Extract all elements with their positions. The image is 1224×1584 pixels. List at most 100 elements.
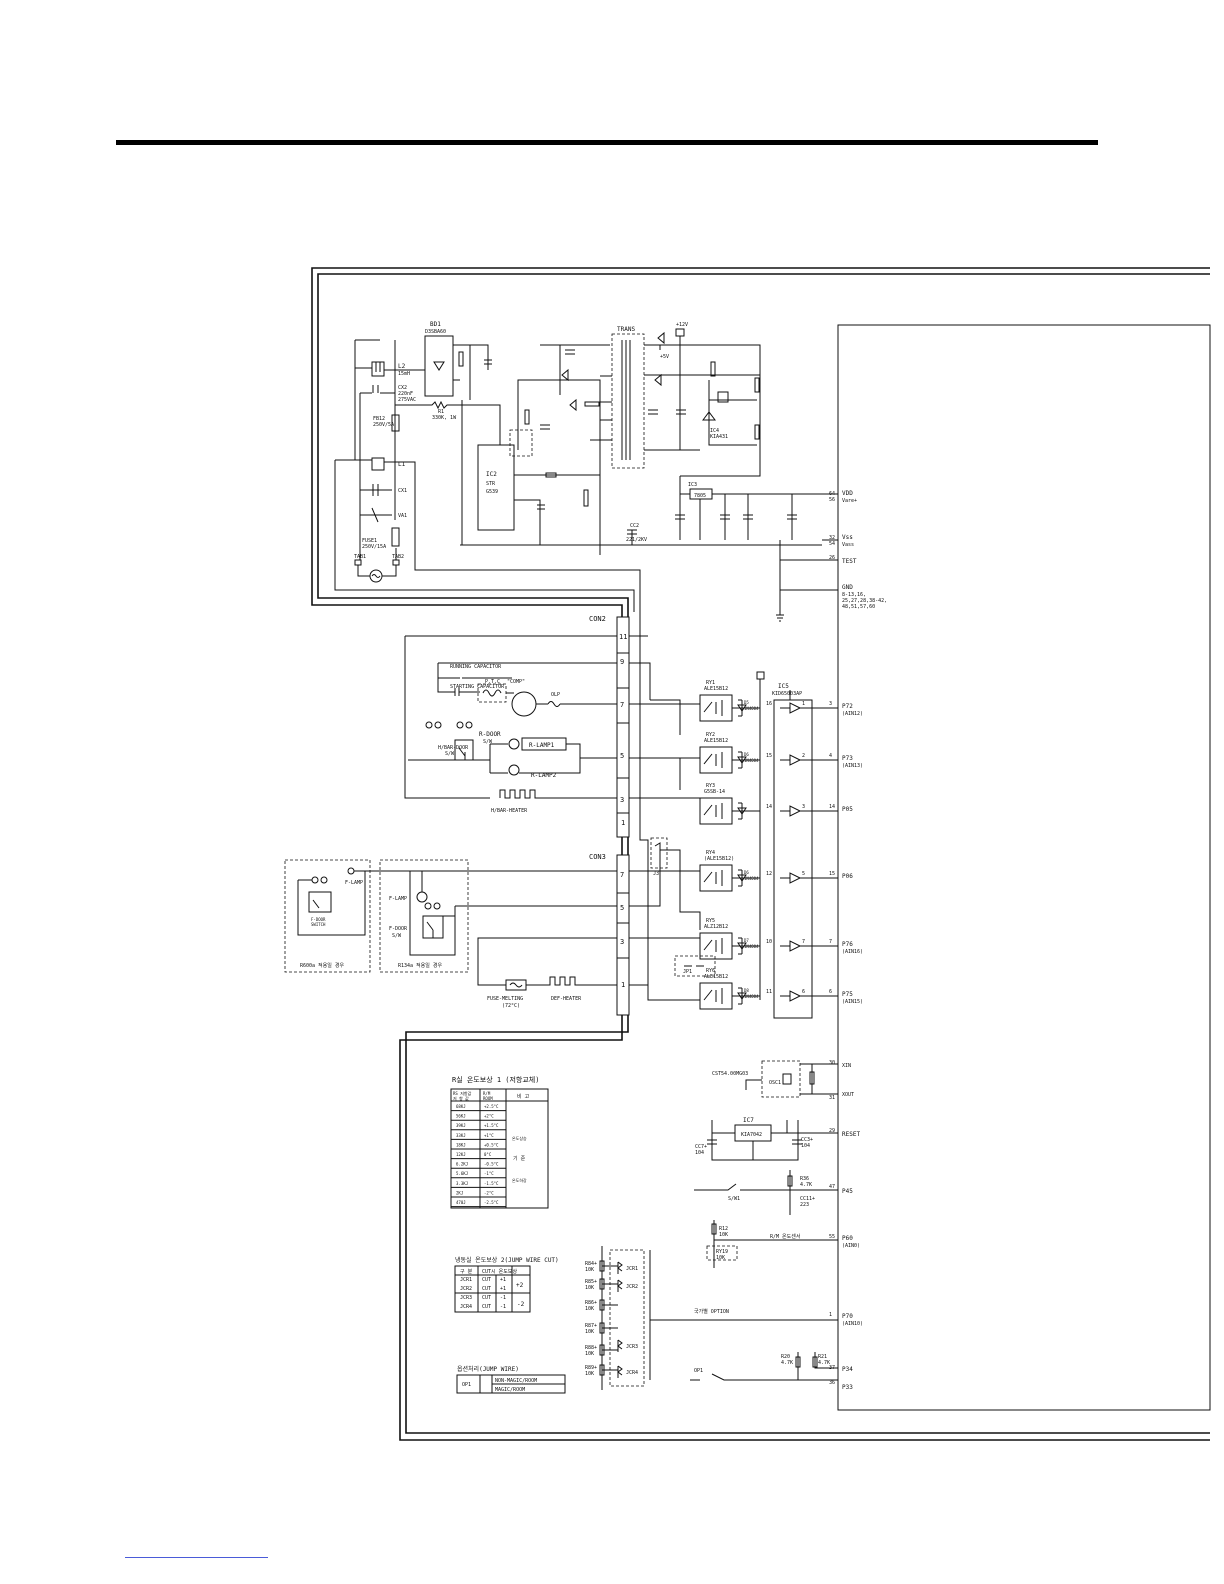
table2-cell-cut: CUT xyxy=(482,1286,491,1292)
diode-label: D6 xyxy=(744,752,749,757)
svg-text:S/W: S/W xyxy=(483,739,493,745)
relay-part: ALE15B12 xyxy=(704,686,728,692)
svg-text:L1: L1 xyxy=(398,461,406,468)
svg-text:F-DOOR: F-DOOR xyxy=(389,926,408,932)
table1-row: 470J-2.5°C xyxy=(451,1200,506,1208)
svg-text:IC4: IC4 xyxy=(710,428,719,434)
jumper-resistor-value: 10K xyxy=(585,1267,594,1273)
diode-part: 1N4004 xyxy=(744,758,759,763)
relay-part: ALZ12B12 xyxy=(704,924,728,930)
table1-cell-offset: +1°C xyxy=(484,1133,494,1138)
svg-text:223: 223 xyxy=(800,1202,809,1208)
footer-underline xyxy=(125,1557,268,1558)
svg-text:+12V: +12V xyxy=(676,322,688,328)
table1-cell-offset: -1.5°C xyxy=(484,1181,499,1186)
svg-text:4.7K: 4.7K xyxy=(818,1360,830,1366)
table1-cell-resistor: 33KJ xyxy=(456,1133,466,1138)
mcu-pin-number: 3 xyxy=(829,701,832,707)
svg-text:R/M: R/M xyxy=(483,1091,491,1096)
svg-text:10K: 10K xyxy=(716,1255,725,1261)
mcu-pin-number: 4 xyxy=(829,753,832,759)
table2-cell-offset: -1 xyxy=(500,1295,506,1301)
table2-cell-jumper: JCR1 xyxy=(460,1277,472,1283)
svg-text:CC3+: CC3+ xyxy=(801,1137,813,1143)
r-lamp1-symbol xyxy=(508,738,520,750)
jumper-resistor-label: R84+ xyxy=(585,1261,597,1267)
svg-text:+5V: +5V xyxy=(660,354,669,360)
ic5-pin-out: 2 xyxy=(802,753,805,759)
table1-cell-resistor: 470J xyxy=(456,1200,466,1205)
svg-text:F-LAMP: F-LAMP xyxy=(389,896,407,902)
table2-cell-jumper: JCR2 xyxy=(460,1286,472,1292)
mcu-pin-number: 15 xyxy=(829,871,835,877)
svg-text:104: 104 xyxy=(801,1143,810,1149)
table1-row: 39KJ+1.5°C xyxy=(451,1123,506,1131)
svg-text:CX1: CX1 xyxy=(398,488,407,494)
r-lamp2-symbol xyxy=(508,764,520,776)
svg-text:10K: 10K xyxy=(719,1232,728,1238)
jumper-block: R84+10KR85+10KR86+10KR87+10KR88+10KR89+1… xyxy=(585,1246,651,1390)
svg-text:8-13,16,: 8-13,16, xyxy=(842,592,866,598)
diode-part: 1N4004 xyxy=(744,944,759,949)
fuse-fb12-symbol xyxy=(391,414,400,432)
svg-text:5: 5 xyxy=(620,904,624,912)
option-line: 국가별 OPTION 1 P70 (AIN10) xyxy=(650,1308,863,1327)
svg-text:250V/5A: 250V/5A xyxy=(373,422,394,428)
svg-text:P33: P33 xyxy=(842,1384,853,1391)
svg-text:7: 7 xyxy=(620,871,624,879)
ic5-pin-out: 6 xyxy=(802,989,805,995)
jumper-resistor: R89+10K xyxy=(585,1364,618,1377)
jumper-jcr: JCR1 xyxy=(617,1261,638,1274)
ic5-pin-in: 11 xyxy=(766,989,772,995)
svg-text:STARTING CAPACITOR: STARTING CAPACITOR xyxy=(450,684,505,690)
sensor-circuit: R12 10K R/M 온도센서 RY19 10K 55 P60 (AIN0) xyxy=(706,1220,860,1268)
bridge-bd1-symbol xyxy=(424,335,454,397)
svg-text:구 분: 구 분 xyxy=(460,1269,473,1275)
jumper-resistor-label: R85+ xyxy=(585,1279,597,1285)
mcu-port-sub: (AIN12) xyxy=(842,711,863,717)
relay-name: RY5 xyxy=(706,918,715,924)
table1-cell-resistor: 68KJ xyxy=(456,1104,466,1109)
svg-text:TAB2: TAB2 xyxy=(392,554,404,560)
svg-text:KID65003AP: KID65003AP xyxy=(772,691,802,697)
svg-text:VA1: VA1 xyxy=(398,513,407,519)
svg-text:S/W1: S/W1 xyxy=(728,1196,740,1202)
diode-label: D7 xyxy=(744,938,749,943)
svg-text:15mH: 15mH xyxy=(398,371,410,377)
op1-circuit: OP1 R20 4.7K R21 4.7K 37 P34 36 P33 xyxy=(690,1352,853,1391)
svg-text:CC11+: CC11+ xyxy=(800,1196,815,1202)
temp-comp-table-1: R실 온도보상 1 (저항교체) RS 저항값 저 항 값 R/M ROOM 비… xyxy=(450,1075,549,1209)
jumper-resistor-label: R89+ xyxy=(585,1365,597,1371)
svg-text:CUT시 온도보상: CUT시 온도보상 xyxy=(482,1268,517,1275)
jumper-resistor: R84+10K xyxy=(585,1260,618,1273)
ic5-pin-in: 16 xyxy=(766,701,772,707)
mcu-port: P05 xyxy=(842,806,853,813)
svg-text:P45: P45 xyxy=(842,1188,853,1195)
relay-part: G5SB-14 xyxy=(704,789,725,795)
con2-connector: CON2 11 9 7 5 3 1 xyxy=(589,615,630,838)
svg-text:11: 11 xyxy=(619,633,627,641)
svg-text:RS 저항값: RS 저항값 xyxy=(453,1090,472,1096)
svg-text:BD1: BD1 xyxy=(430,321,441,328)
svg-text:(AIN10): (AIN10) xyxy=(842,1321,863,1327)
svg-text:TRANS: TRANS xyxy=(617,326,635,333)
relay-name: RY1 xyxy=(706,680,715,686)
svg-text:CC2: CC2 xyxy=(630,523,639,529)
svg-text:F-LAMP: F-LAMP xyxy=(345,880,363,886)
svg-text:CC7+: CC7+ xyxy=(695,1144,707,1150)
power-section: L2 15mH CX2 220nF 275VAC FB12 250V/5A L1… xyxy=(334,321,822,622)
con3-loads: F-LAMP F-DOOR SWITCH R600a 적용일 경우 F-LAMP… xyxy=(284,859,617,1009)
svg-text:220nF: 220nF xyxy=(398,391,413,397)
coil-l2-label: L2 xyxy=(398,363,406,370)
table1-row: 3.3KJ-1.5°C xyxy=(451,1181,506,1188)
jumper-resistor: R88+10K xyxy=(585,1344,618,1357)
table1-cell-offset: +0.5°C xyxy=(484,1142,499,1147)
table1-cell-resistor: 5.6KJ xyxy=(456,1171,468,1176)
table2-title: 냉동실 온도보상 2(JUMP WIRE CUT) xyxy=(455,1256,559,1264)
svg-text:저 항 값: 저 항 값 xyxy=(453,1095,469,1101)
svg-text:R-LAMP2: R-LAMP2 xyxy=(531,772,557,779)
jumper-resistor-value: 10K xyxy=(585,1306,594,1312)
svg-text:FUSE1: FUSE1 xyxy=(362,538,377,544)
